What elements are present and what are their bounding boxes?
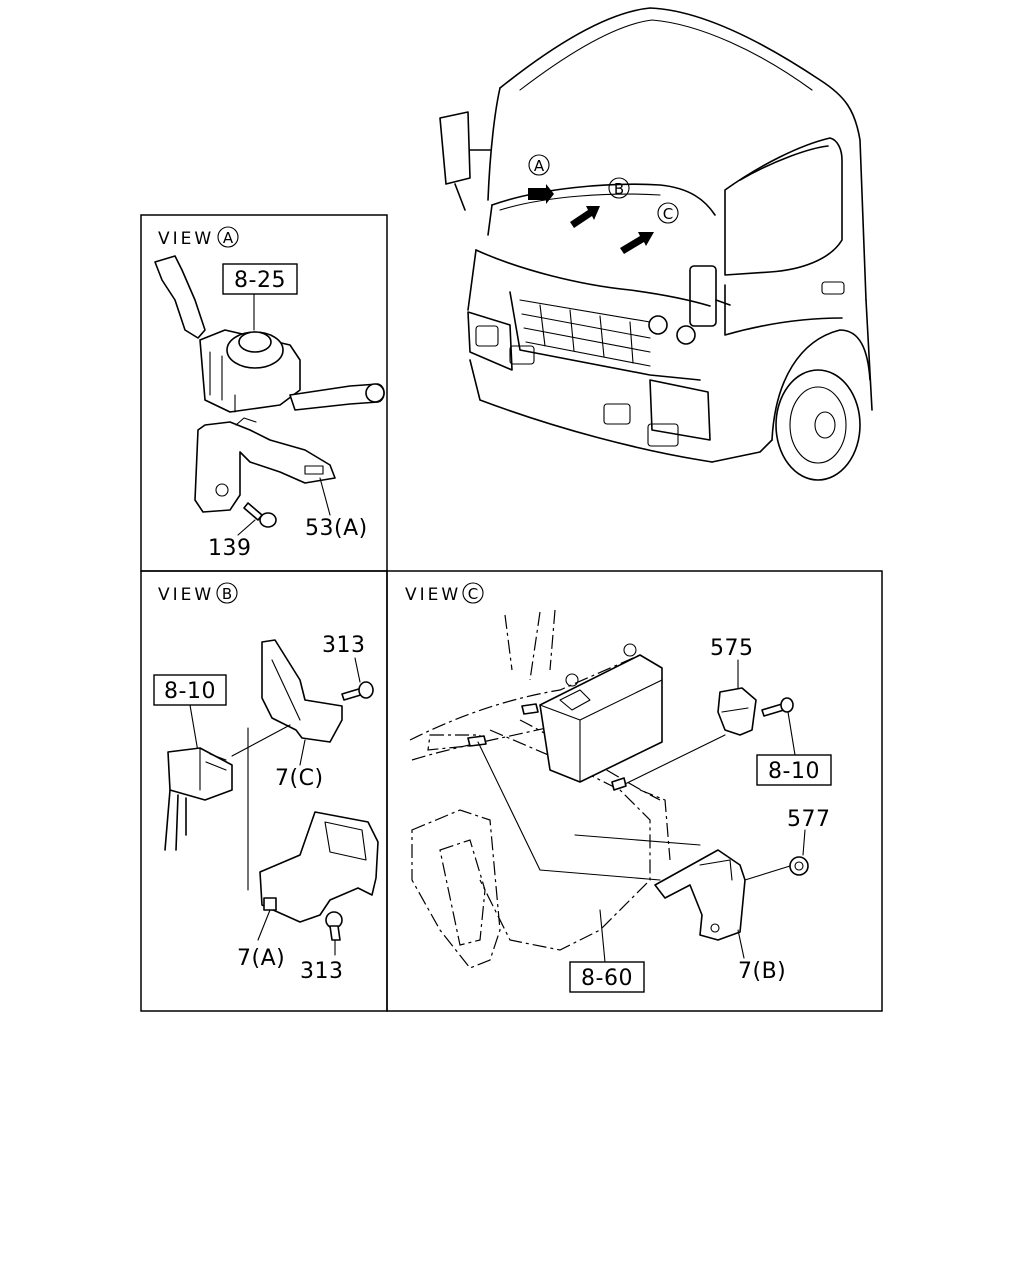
view-b-panel: VIEW B 8-10 313 7(C) [153, 582, 379, 984]
callout-575: 575 [710, 636, 754, 661]
bolt-8-10 [761, 697, 794, 717]
svg-text:8-25: 8-25 [234, 268, 286, 293]
truck-mark-b: B [608, 177, 630, 199]
bolt-313-bottom [325, 911, 343, 941]
view-b-mark: B [216, 582, 238, 604]
bolt-313-top [341, 681, 374, 701]
svg-text:B: B [614, 180, 624, 198]
ref-box-8-10-c: 8-10 [756, 754, 832, 786]
ref-box-8-10-b: 8-10 [153, 674, 227, 706]
svg-text:8-10: 8-10 [164, 679, 216, 704]
cab-structure-phantom [409, 609, 671, 969]
bracket-575 [717, 687, 757, 736]
bracket-7c [261, 639, 343, 743]
svg-text:8-60: 8-60 [581, 966, 633, 991]
view-a-panel: VIEW A 8-25 [154, 226, 385, 561]
callout-313-bottom: 313 [300, 959, 344, 984]
svg-text:A: A [223, 229, 234, 247]
view-c-mark: C [462, 582, 484, 604]
combination-switch [154, 255, 385, 413]
connector-plug [164, 747, 233, 851]
nut-577 [789, 856, 809, 876]
callout-313-top: 313 [322, 633, 366, 658]
callout-7c: 7(C) [275, 766, 324, 791]
bracket-7a [259, 811, 379, 923]
bracket-7b [654, 849, 746, 941]
view-c-title: VIEW [405, 585, 461, 605]
truck-cab-illustration: A B C [439, 7, 873, 481]
view-b-title: VIEW [158, 585, 214, 605]
view-c-panel: VIEW C [405, 582, 832, 993]
bracket-53a [194, 417, 336, 513]
arrow-c-icon [620, 232, 654, 254]
ref-box-8-60: 8-60 [569, 961, 645, 993]
callout-53a: 53(A) [305, 516, 368, 541]
arrow-a-icon [528, 184, 554, 204]
callout-7b: 7(B) [738, 959, 786, 984]
svg-text:C: C [663, 205, 673, 223]
svg-text:B: B [222, 585, 232, 603]
svg-text:8-10: 8-10 [768, 759, 820, 784]
callout-7a: 7(A) [237, 946, 285, 971]
view-a-title: VIEW [158, 229, 214, 249]
svg-text:C: C [468, 585, 478, 603]
arrow-b-icon [570, 206, 600, 228]
bolt-139 [243, 502, 277, 528]
callout-577: 577 [787, 807, 831, 832]
callout-139: 139 [208, 536, 252, 561]
truck-mark-a: A [528, 154, 550, 176]
view-frames [140, 214, 883, 1012]
control-unit [539, 643, 663, 783]
ref-box-8-25: 8-25 [222, 263, 298, 295]
truck-mark-c: C [657, 202, 679, 224]
svg-text:A: A [534, 157, 545, 175]
view-a-mark: A [217, 226, 239, 248]
